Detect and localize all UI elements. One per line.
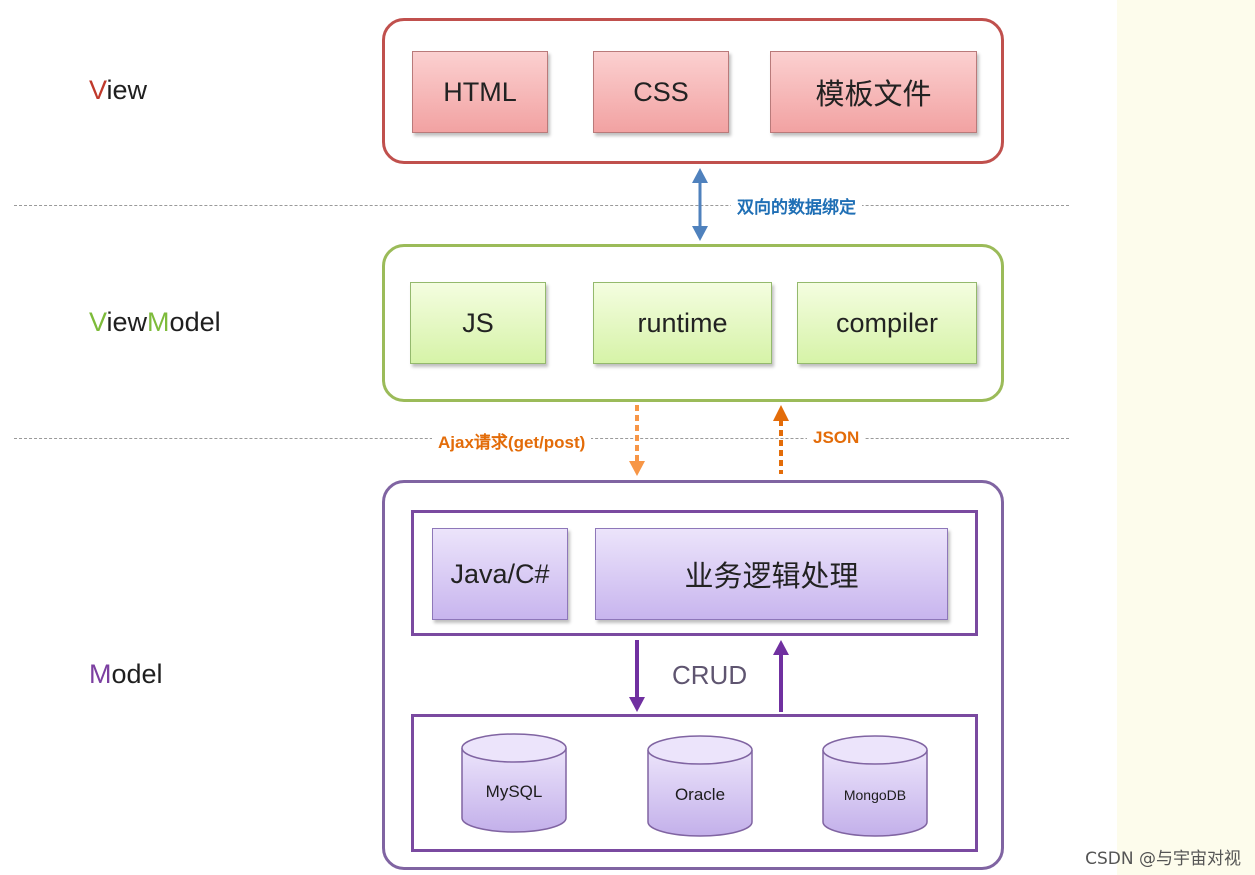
viewmodel-label-part: iew <box>106 307 148 337</box>
database-container <box>411 714 978 852</box>
json-response-arrow <box>773 405 789 474</box>
view-label-initial: V <box>89 75 107 105</box>
template-files-box: 模板文件 <box>770 51 977 133</box>
viewmodel-layer-label: ViewModel <box>89 307 221 338</box>
crud-up-arrow <box>773 640 789 712</box>
business-logic-container <box>411 510 978 636</box>
crud-label: CRUD <box>672 660 748 690</box>
business-logic-box: 业务逻辑处理 <box>595 528 948 620</box>
crud-down-arrow <box>629 640 645 712</box>
runtime-box: runtime <box>593 282 772 364</box>
mongodb-cylinder <box>822 735 928 837</box>
view-label-rest: iew <box>106 75 148 105</box>
two-way-binding-label: 双向的数据绑定 <box>731 193 862 218</box>
viewmodel-label-part: M <box>147 307 170 337</box>
viewmodel-label-part: V <box>89 307 107 337</box>
compiler-box: compiler <box>797 282 977 364</box>
side-panel <box>1117 0 1255 875</box>
mongodb-label: MongoDB <box>843 787 907 803</box>
oracle-label: Oracle <box>674 785 726 804</box>
view-layer-label: View <box>89 75 147 106</box>
html-box: HTML <box>412 51 548 133</box>
json-label: JSON <box>807 428 866 448</box>
ajax-request-label: Ajax请求(get/post) <box>432 428 592 453</box>
viewmodel-label-part: odel <box>169 307 221 337</box>
ajax-request-arrow <box>629 405 645 476</box>
mysql-cylinder <box>461 733 567 833</box>
model-layer-label: Model <box>89 659 163 690</box>
java-csharp-box: Java/C# <box>432 528 568 620</box>
model-label-rest: odel <box>111 659 163 689</box>
watermark: CSDN @与宇宙对视 <box>1085 849 1241 869</box>
model-label-initial: M <box>89 659 112 689</box>
binding-arrow <box>692 168 708 241</box>
mysql-label: MySQL <box>485 782 543 801</box>
css-box: CSS <box>593 51 729 133</box>
js-box: JS <box>410 282 546 364</box>
separator-view-viewmodel <box>14 205 1069 206</box>
oracle-cylinder <box>647 735 753 837</box>
